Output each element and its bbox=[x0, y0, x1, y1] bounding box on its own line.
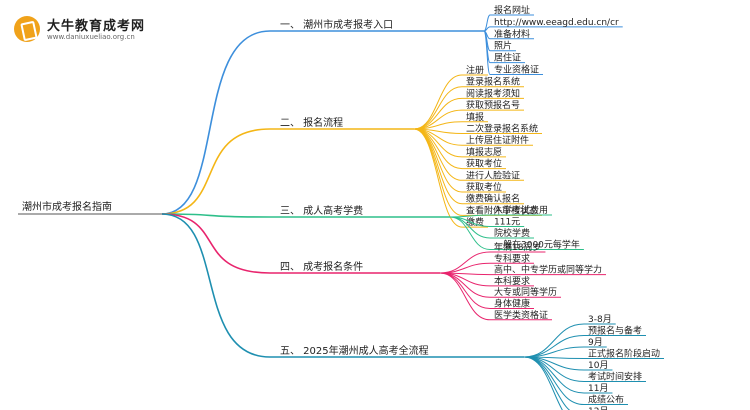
child-label: 填报志愿 bbox=[466, 146, 502, 158]
child-label: 专业资格证 bbox=[494, 64, 539, 76]
child-label: 12月 bbox=[588, 406, 608, 410]
child-label: 年满18周岁 bbox=[494, 241, 541, 253]
child-label: 正式报名阶段启动 bbox=[588, 348, 660, 360]
child-label: 缴费确认报名 bbox=[466, 193, 520, 205]
child-label: 登录报名系统 bbox=[466, 76, 520, 88]
child-connector bbox=[413, 74, 463, 130]
brand-name: 大牛教育成考网 bbox=[47, 19, 146, 34]
child-connector bbox=[413, 86, 463, 130]
child-connector bbox=[439, 272, 491, 321]
child-label: 医学类资格证 bbox=[494, 309, 548, 321]
child-label: 获取考位 bbox=[466, 181, 502, 193]
child-label: 查看附件审核状态 bbox=[466, 204, 538, 216]
child-label: 准备材料 bbox=[494, 28, 530, 40]
child-label: 注册 bbox=[466, 64, 484, 76]
branch-label-1: 一、 潮州市成考报考入口 bbox=[280, 18, 393, 31]
child-label: 10月 bbox=[588, 360, 608, 371]
child-label: 阅读报考须知 bbox=[466, 87, 520, 99]
branch-connector bbox=[161, 30, 271, 215]
child-connector bbox=[413, 128, 463, 205]
child-connector bbox=[413, 128, 463, 193]
child-label: 111元 bbox=[494, 218, 520, 228]
child-connector bbox=[523, 356, 571, 410]
branch-label-2: 二、 报名流程 bbox=[280, 116, 343, 129]
branch-connector bbox=[161, 213, 271, 358]
child-label: http://www.eeagd.edu.cn/cr bbox=[494, 18, 619, 28]
child-label: 考试时间安排 bbox=[588, 371, 642, 383]
child-connector bbox=[413, 128, 463, 170]
child-label: 9月 bbox=[588, 337, 603, 348]
child-label: 身体健康 bbox=[494, 298, 530, 310]
brand-url: www.daniuxueliao.org.cn bbox=[47, 33, 135, 41]
child-label: 居住证 bbox=[494, 52, 521, 64]
child-label: 一般在3000元每学年 bbox=[494, 239, 580, 251]
child-label: 二次登录报名系统 bbox=[466, 123, 538, 135]
child-label: 报名网址 bbox=[494, 4, 530, 16]
child-label: 高中、中专学历或同等学力 bbox=[494, 264, 602, 276]
branch-connector bbox=[161, 213, 271, 274]
child-connector bbox=[483, 26, 491, 32]
child-label: 3-8月 bbox=[588, 314, 612, 325]
child-connector bbox=[439, 262, 491, 274]
child-label: 院校学费 bbox=[494, 227, 530, 239]
child-label: 成绩公布 bbox=[588, 394, 624, 406]
brand-logo: 大牛教育成考网 www.daniuxueliao.org.cn bbox=[14, 14, 164, 48]
child-label: 大专或同等学历 bbox=[494, 286, 557, 298]
child-connector bbox=[413, 128, 463, 228]
root-topic: 潮州市成考报名指南 bbox=[22, 200, 112, 213]
child-label: 本科要求 bbox=[494, 275, 530, 287]
child-label: 预报名与备考 bbox=[588, 325, 642, 337]
child-label: 11月 bbox=[588, 383, 608, 394]
child-connector bbox=[523, 356, 563, 410]
child-label: 获取考位 bbox=[466, 158, 502, 170]
branch-label-4: 四、 成考报名条件 bbox=[280, 260, 363, 273]
child-connector bbox=[439, 272, 491, 309]
child-label: 获取预报名号 bbox=[466, 99, 520, 111]
child-connector bbox=[449, 216, 491, 250]
child-label: 照片 bbox=[494, 40, 512, 52]
child-label: 进行人脸验证 bbox=[466, 169, 520, 181]
branch-label-5: 五、 2025年潮州成人高考全流程 bbox=[280, 344, 429, 357]
child-connector bbox=[483, 30, 491, 75]
branch-connector bbox=[161, 213, 271, 218]
child-connector bbox=[523, 335, 585, 358]
child-connector bbox=[413, 128, 463, 216]
branch-label-3: 三、 成人高考学费 bbox=[280, 204, 363, 217]
child-label: 填报 bbox=[466, 111, 484, 123]
child-label: 入学考试费用 bbox=[494, 204, 548, 216]
child-connector bbox=[439, 251, 491, 274]
branch-connector bbox=[161, 128, 271, 215]
child-label: 专科要求 bbox=[494, 252, 530, 264]
child-label: 上传居住证附件 bbox=[466, 134, 529, 146]
logo-badge-icon bbox=[14, 16, 40, 42]
